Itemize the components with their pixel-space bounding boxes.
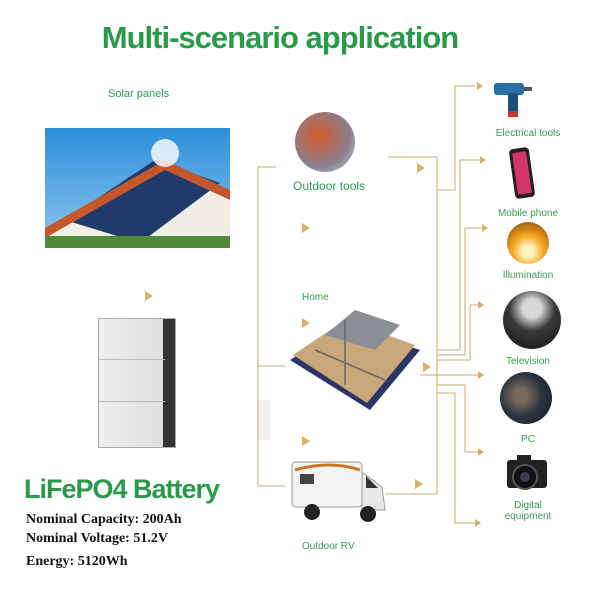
placeholder-block xyxy=(258,400,270,440)
electrical-tools-label: Electrical tools xyxy=(495,128,561,139)
arrow-icon xyxy=(477,82,483,90)
spec-voltage: Nominal Voltage: 51.2V xyxy=(26,531,168,546)
pc-image xyxy=(500,372,552,424)
television-label: Television xyxy=(506,356,550,367)
illumination-label: Illumination xyxy=(502,270,554,281)
mobile-phone-label: Mobile phone xyxy=(497,208,559,219)
outdoor-tools-image xyxy=(295,112,355,172)
arrow-icon xyxy=(302,223,310,233)
battery-title: LiFePO4 Battery xyxy=(24,474,220,504)
page-title: Multi-scenario application xyxy=(101,20,459,55)
arrow-icon xyxy=(417,163,425,173)
arrow-icon xyxy=(478,448,484,456)
spec-energy: Energy: 5120Wh xyxy=(26,554,128,569)
solar-panels-image xyxy=(45,128,230,248)
pc-label: PC xyxy=(521,434,535,445)
arrow-icon xyxy=(423,362,431,372)
home-image xyxy=(290,310,420,410)
camera-image xyxy=(507,455,547,490)
outdoor-tools-label: Outdoor tools xyxy=(293,179,366,193)
rv-image xyxy=(291,461,386,522)
arrow-icon xyxy=(478,371,484,379)
home-label: Home xyxy=(302,292,329,303)
arrow-icon xyxy=(415,479,423,489)
arrow-icon xyxy=(478,301,484,309)
arrow-icon xyxy=(475,519,481,527)
digital-equipment-label: Digital equipment xyxy=(504,500,552,522)
solar-panels-label: Solar panels xyxy=(108,88,170,100)
phone-image xyxy=(509,147,535,199)
outdoor-rv-label: Outdoor RV xyxy=(302,541,355,552)
spec-capacity: Nominal Capacity: 200Ah xyxy=(26,512,182,527)
arrow-icon xyxy=(302,318,310,328)
arrow-icon xyxy=(482,224,488,232)
arrow-icon xyxy=(302,436,310,446)
illumination-image xyxy=(507,222,549,264)
arrow-icons xyxy=(145,82,488,527)
drill-image xyxy=(494,83,532,117)
arrow-icon xyxy=(145,291,153,301)
arrow-icon xyxy=(480,156,486,164)
television-image xyxy=(503,291,561,349)
battery-image xyxy=(98,318,176,448)
